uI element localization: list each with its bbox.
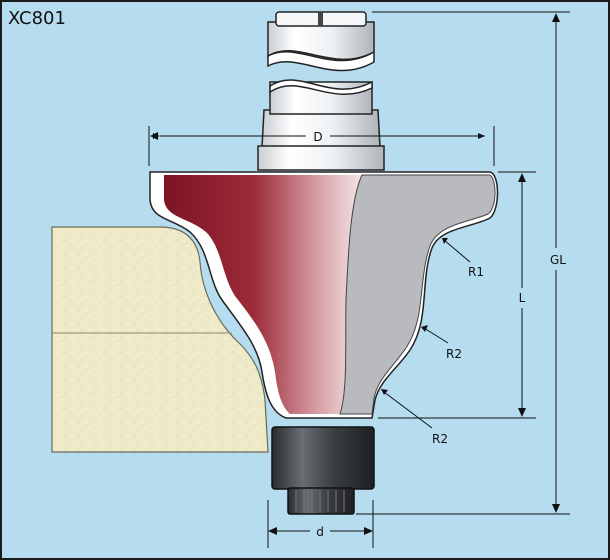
shank-break-upper	[267, 50, 375, 72]
label-R2-upper: R2	[446, 347, 462, 361]
label-R2-lower: R2	[432, 432, 448, 446]
radius-r1-leader: R1	[442, 238, 484, 279]
shank-base	[257, 145, 385, 171]
bearing-screw-knurl	[295, 490, 345, 512]
shank-slot	[318, 12, 323, 26]
dimension-gl: GL	[356, 11, 570, 515]
label-D: D	[313, 130, 322, 144]
shank-break-lower	[269, 79, 373, 95]
label-R1: R1	[468, 265, 484, 279]
label-d: d	[316, 525, 324, 539]
cutter-red-face	[164, 175, 362, 414]
dimension-d-small: d	[267, 500, 374, 548]
diagram-title: XC801	[8, 8, 66, 29]
workpiece	[51, 226, 269, 453]
radius-r2-lower-leader: R2	[381, 389, 448, 446]
bearing	[271, 426, 375, 490]
cutter-carbide-side	[339, 174, 496, 415]
label-L: L	[519, 291, 526, 305]
label-GL: GL	[550, 253, 566, 267]
dimension-l: L	[378, 171, 536, 419]
radius-r2-upper-leader: R2	[421, 325, 462, 361]
dimension-d-large: D	[148, 126, 495, 166]
